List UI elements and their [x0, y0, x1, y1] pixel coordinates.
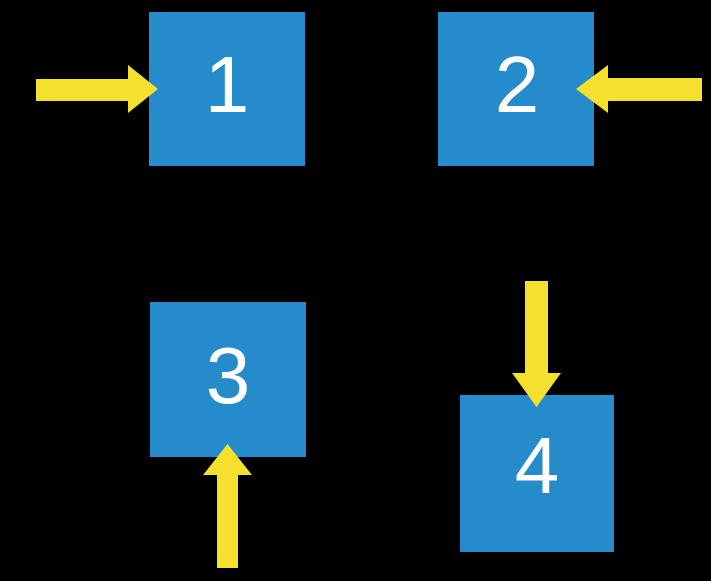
arrow-up-icon [203, 444, 252, 568]
arrow-right-icon [36, 65, 158, 113]
block-1 [149, 12, 305, 166]
block-4 [460, 395, 614, 552]
block-1-label: 1 [205, 40, 250, 129]
block-2-label: 2 [495, 40, 540, 129]
block-3-label: 3 [206, 331, 251, 420]
arrow-left-icon [576, 65, 702, 113]
block-3 [150, 302, 306, 457]
arrow-down-icon [512, 281, 561, 407]
block-4-label: 4 [515, 421, 560, 510]
block-2 [438, 12, 594, 166]
